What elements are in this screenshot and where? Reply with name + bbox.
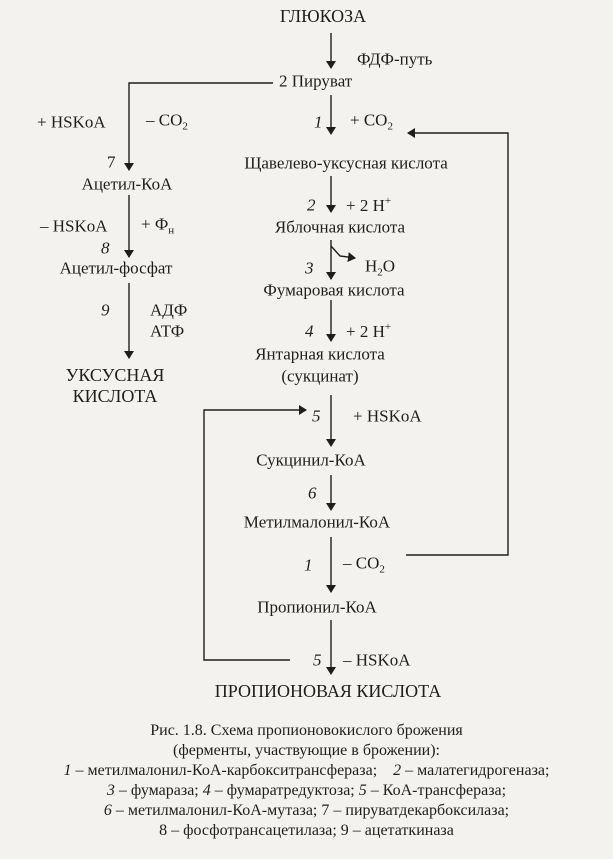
label-text: + 2 H [346, 321, 385, 341]
legend-number: 6 [103, 802, 112, 819]
enzyme-number: 1 [314, 112, 323, 132]
label-plus-co2: + CO2 [350, 111, 393, 132]
node-acetyl-coa: Ацетил-КоА [81, 174, 173, 194]
arrow-hskoa-feedback [203, 405, 307, 661]
figure-caption-legend: 1 – метилмалонил-КоА-карбокситрансфераза… [0, 761, 613, 781]
superscript: + [384, 321, 392, 334]
node-succinate-alt: (сукцинат) [281, 366, 359, 386]
figure-caption-title: Рис. 1.8. Схема пропионовокислого брожен… [150, 722, 463, 739]
subscript: 2 [182, 120, 188, 133]
figure-caption-legend: 8 – фосфотрансацетилаза; 9 – ацетаткиназ… [159, 822, 454, 839]
label-text: + Ф [141, 214, 169, 234]
node-pyruvate: 2 Пируват [279, 71, 353, 91]
legend-number: 5 [358, 782, 367, 799]
label-plus-2h: + 2 H+ [346, 322, 391, 340]
node-glucose: ГЛЮКОЗА [279, 6, 367, 26]
label-text: – CO [146, 110, 183, 130]
subscript: н [168, 224, 175, 237]
label-text: O [382, 256, 396, 276]
label-minus-co2: – CO2 [146, 111, 188, 132]
node-acetic-acid: УКСУСНАЯ [65, 365, 165, 385]
legend-text: – фумаратредуктоза; [210, 782, 359, 799]
legend-text: – фумараза; [114, 782, 203, 799]
subscript: 2 [377, 266, 383, 279]
subscript: 2 [387, 120, 393, 133]
arrow-pyruvate-acetylcoa [124, 82, 273, 171]
label-plus-hskoa: + HSKoA [37, 112, 106, 132]
enzyme-number: 9 [101, 300, 110, 320]
legend-text: – малатегидрогеназа; [401, 762, 550, 779]
figure-caption-legend: 3 – фумараза; 4 – фумаратредуктоза; 5 – … [0, 781, 613, 801]
node-succinate: Янтарная кислота [255, 344, 385, 364]
figure-caption-legend: 6 – метилмалонил-КоА-мутаза; 7 – пируват… [0, 801, 613, 821]
legend-number: 2 [393, 762, 402, 779]
superscript: + [384, 195, 392, 208]
label-text: + CO [350, 110, 388, 130]
label-fdf-path: ФДФ-путь [357, 49, 433, 69]
node-acetyl-phosphate: Ацетил-фосфат [59, 258, 173, 278]
label-text: H [365, 256, 378, 276]
label-water: H2O [365, 257, 395, 278]
label-plus-hskoa-right: + HSKoA [353, 406, 422, 426]
label-atp: АТФ [150, 321, 185, 341]
node-fumarate: Фумаровая кислота [263, 280, 405, 300]
enzyme-number: 3 [305, 258, 314, 278]
enzyme-number: 5 [312, 406, 321, 426]
label-text: – CO [343, 553, 380, 573]
legend-number: 1 [63, 762, 72, 779]
node-methylmalonyl-coa: Метилмалонил-КоА [243, 512, 391, 532]
label-plus-2h: + 2 H+ [346, 196, 391, 214]
figure-caption-subtitle: (ферменты, участвующие в брожении): [173, 742, 440, 759]
arrow-co2-feedback [406, 128, 509, 556]
node-succinyl-coa: Сукцинил-КоА [256, 450, 366, 470]
legend-number: 4 [202, 782, 211, 799]
node-acetic-acid: КИСЛОТА [72, 386, 158, 406]
enzyme-number: 5 [313, 650, 322, 670]
label-minus-hskoa: – HSKoA [40, 216, 108, 236]
legend-text: – метилмалонил-КоА-мутаза; 7 – пируватде… [111, 802, 510, 819]
label-adp: АДФ [150, 300, 188, 320]
node-propionyl-coa: Пропионил-КоА [257, 597, 377, 617]
legend-text: – метилмалонил-КоА-карбокситрансфераза; [71, 762, 394, 779]
label-plus-phosphate: + Фн [141, 215, 174, 236]
enzyme-number: 6 [308, 483, 317, 503]
arrow-water-branch [330, 245, 356, 263]
node-propionic-acid: ПРОПИОНОВАЯ КИСЛОТА [214, 681, 442, 701]
legend-text: – КоА-трансфераза; [366, 782, 507, 799]
subscript: 2 [379, 563, 385, 576]
enzyme-number: 4 [305, 321, 314, 341]
label-minus-co2-right: – CO2 [343, 554, 385, 575]
enzyme-number: 7 [107, 152, 116, 172]
node-oxaloacetate: Щавелево-уксусная кислота [244, 153, 448, 173]
enzyme-number: 2 [307, 195, 316, 215]
enzyme-number: 8 [101, 238, 110, 258]
label-text: + 2 H [346, 195, 385, 215]
label-minus-hskoa-right: – HSKoA [343, 650, 411, 670]
node-malate: Яблочная кислота [274, 217, 406, 237]
legend-number: 3 [106, 782, 115, 799]
enzyme-number: 1 [304, 555, 313, 575]
